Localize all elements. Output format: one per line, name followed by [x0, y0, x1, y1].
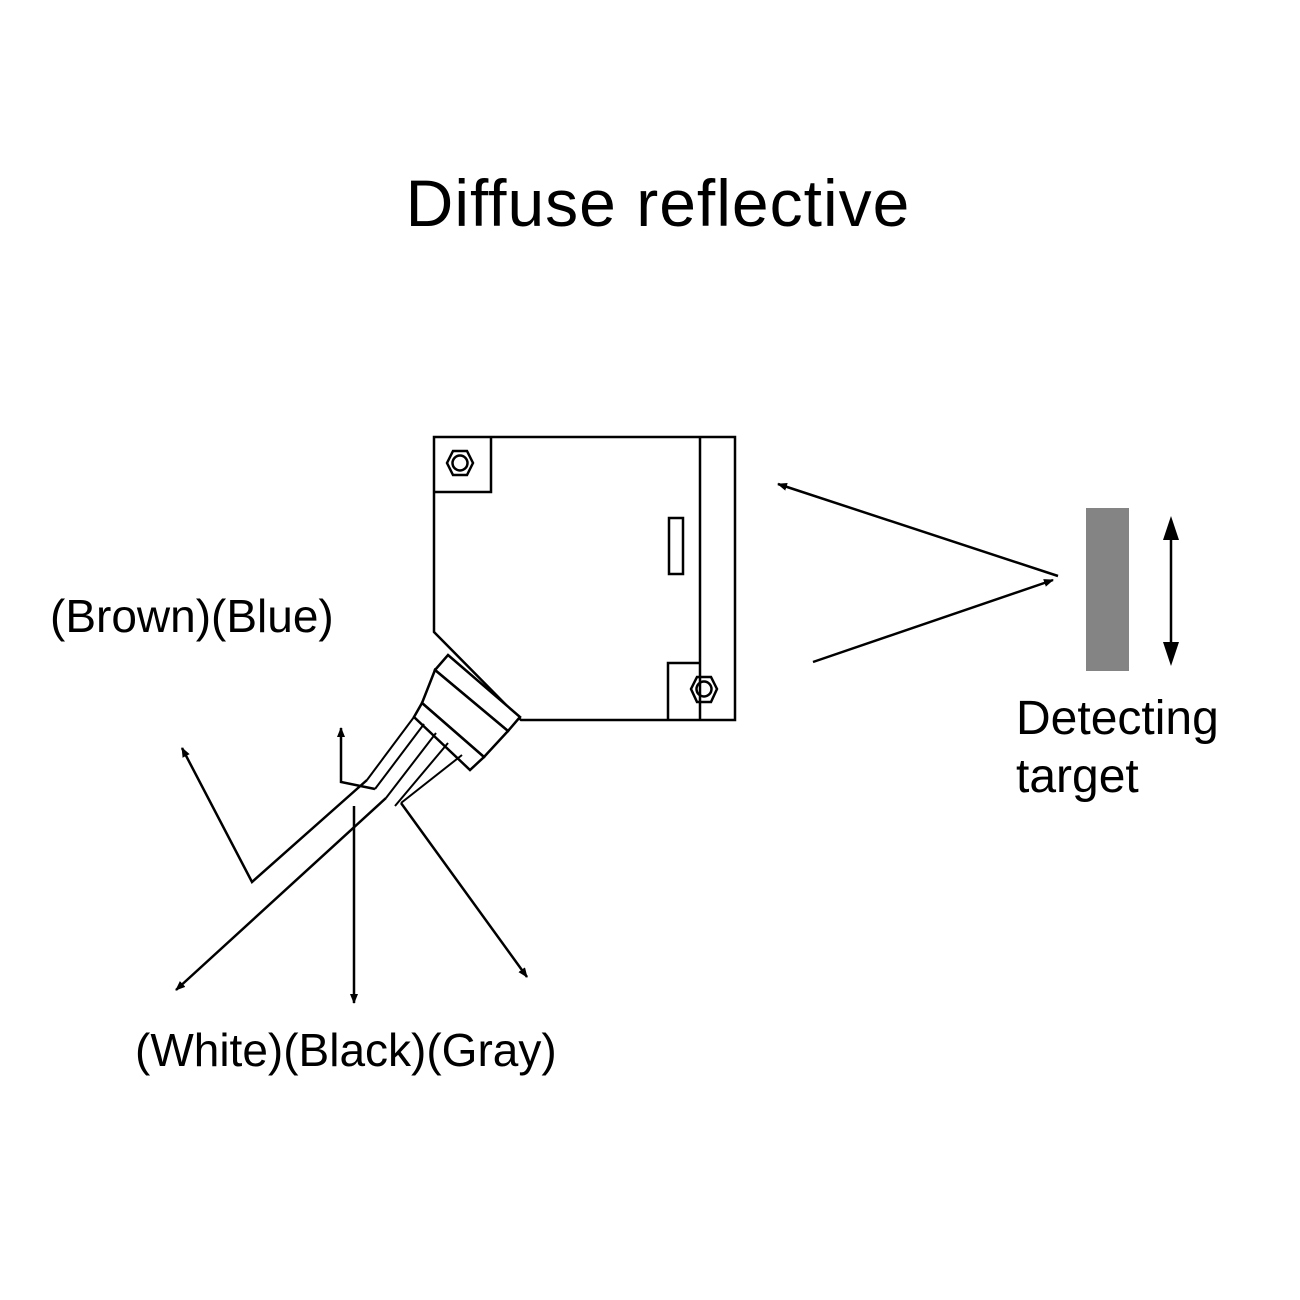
wire-label-white-black-gray: (White)(Black)(Gray) — [135, 1024, 557, 1076]
indicator-window — [667, 516, 685, 576]
detecting-target-block — [1086, 508, 1129, 671]
sensor-body — [432, 435, 737, 722]
emitted-beam-arrow — [812, 578, 1054, 664]
mount-bracket-top-left — [434, 437, 493, 494]
wire-bundle — [366, 716, 463, 807]
bolt-circle-top-left — [451, 454, 469, 472]
bolt-circle-bottom-right — [695, 680, 713, 698]
sensor-housing — [432, 435, 737, 722]
brown-wire-arrow — [180, 747, 368, 884]
blue-wire-arrow — [337, 727, 376, 791]
hex-nut-bottom-right — [689, 675, 719, 704]
wire-label-brown-blue: (Brown)(Blue) — [50, 590, 334, 642]
target-label-line2: target — [1016, 750, 1139, 803]
gland-nose — [412, 701, 486, 772]
reflected-beam-arrow — [777, 482, 1059, 578]
white-wire-arrow — [175, 797, 387, 991]
diagram-title: Diffuse reflective — [406, 166, 911, 240]
wire-leaders — [175, 727, 529, 1004]
mount-bracket-bottom-right — [666, 661, 700, 720]
hex-nut-top-left — [445, 449, 475, 477]
target-label-line1: Detecting — [1016, 692, 1219, 745]
cable-gland — [412, 653, 522, 772]
light-beam — [777, 482, 1059, 664]
gray-wire-arrow — [399, 802, 529, 978]
target-motion-arrow — [1163, 516, 1179, 666]
